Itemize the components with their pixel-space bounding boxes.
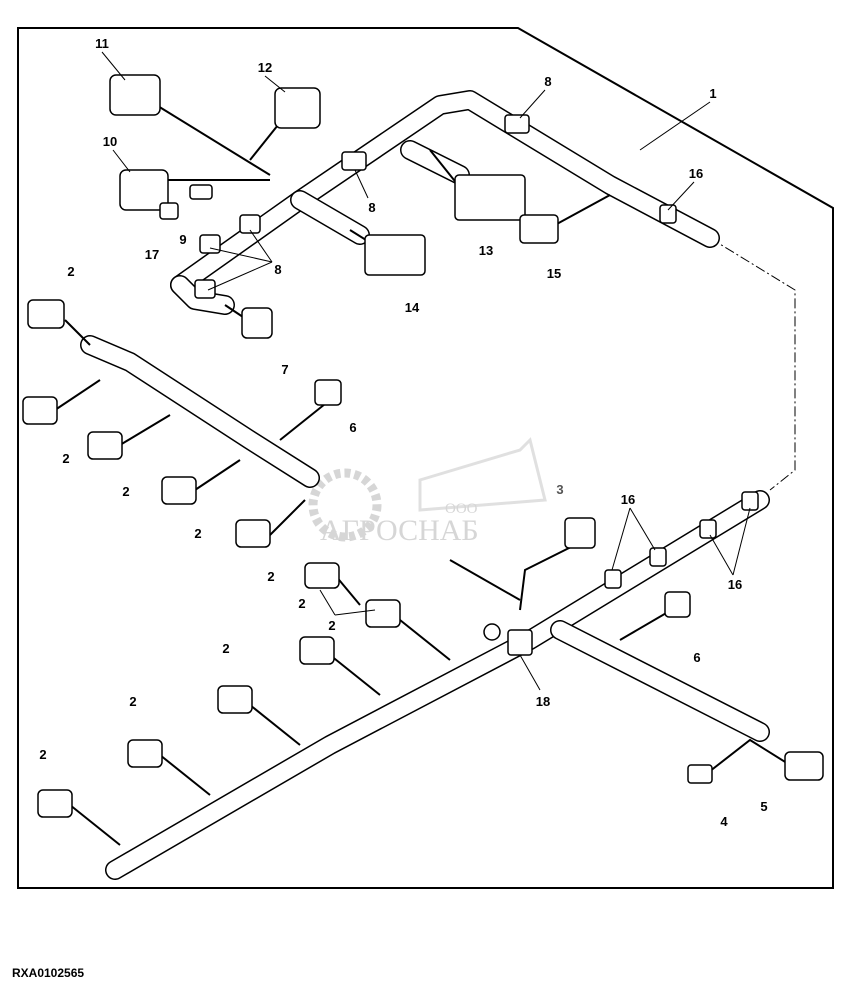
callout-10: 10 xyxy=(103,134,117,149)
callout-9: 9 xyxy=(179,232,186,247)
callout-2: 2 xyxy=(122,484,129,499)
callout-14: 14 xyxy=(405,300,420,315)
callout-7: 7 xyxy=(281,362,288,377)
callout-11: 11 xyxy=(95,36,109,51)
callout-8: 8 xyxy=(368,200,375,215)
callout-2: 2 xyxy=(67,264,74,279)
diagram-border xyxy=(17,27,834,889)
callout-6: 6 xyxy=(693,650,700,665)
callout-2: 2 xyxy=(267,569,274,584)
connectors xyxy=(22,74,824,818)
callout-2: 2 xyxy=(62,451,69,466)
leader-lines xyxy=(101,51,751,691)
callout-2: 2 xyxy=(39,747,46,762)
callout-16: 16 xyxy=(689,166,703,181)
callout-16: 16 xyxy=(728,577,742,592)
callout-8: 8 xyxy=(544,74,551,89)
callout-12: 12 xyxy=(258,60,272,75)
callout-18: 18 xyxy=(536,694,550,709)
callout-2: 2 xyxy=(298,596,305,611)
figure-id: RXA0102565 xyxy=(12,966,85,980)
callout-15: 15 xyxy=(547,266,561,281)
callout-1: 1 xyxy=(709,86,716,101)
callout-3: 3 xyxy=(556,482,563,497)
callout-labels: 11 12 10 8 1 8 16 9 17 13 8 15 14 2 7 6 … xyxy=(39,36,767,829)
callout-5: 5 xyxy=(760,799,767,814)
callout-2: 2 xyxy=(129,694,136,709)
continuation-line xyxy=(709,237,796,491)
harness-pipes xyxy=(80,90,770,880)
callout-2: 2 xyxy=(194,526,201,541)
callout-8: 8 xyxy=(274,262,281,277)
callout-2: 2 xyxy=(328,618,335,633)
callout-16: 16 xyxy=(621,492,635,507)
branch-wires xyxy=(54,94,791,846)
watermark-name: АГРОСНАБ xyxy=(320,514,479,547)
callout-6: 6 xyxy=(349,420,356,435)
callout-4: 4 xyxy=(720,814,728,829)
watermark-logo: ООО АГРОСНАБ xyxy=(308,437,547,547)
callout-17: 17 xyxy=(145,247,159,262)
callout-2: 2 xyxy=(222,641,229,656)
callout-13: 13 xyxy=(479,243,493,258)
watermark-prefix: ООО xyxy=(445,501,478,517)
